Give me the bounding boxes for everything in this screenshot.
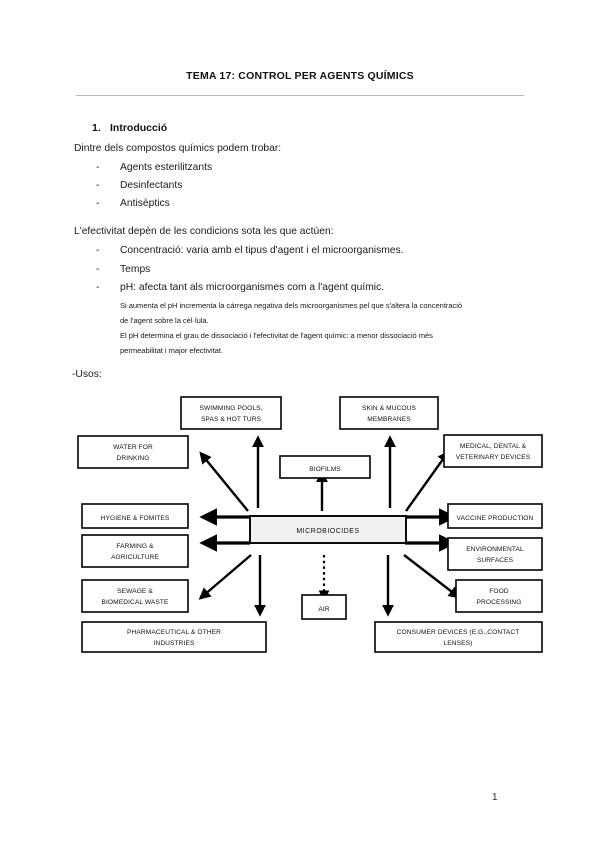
- arrow-to-food-processing: [403, 554, 461, 599]
- node-label-line-1: BIOFILMS: [309, 466, 341, 473]
- node-environmental-surfaces: ENVIRONMENTAL SURFACES: [447, 537, 543, 571]
- node-skin-mucous-membranes: SKIN & MUCOUS MEMBRANES: [339, 396, 439, 430]
- node-label-line-1: ENVIRONMENTAL: [466, 546, 524, 553]
- document-title: TEMA 17: CONTROL PER AGENTS QUÍMICS: [186, 70, 414, 82]
- list-item-label: Temps: [120, 264, 151, 275]
- arrow-to-medical-dental: [405, 450, 450, 512]
- node-label-line-2: SURFACES: [477, 557, 514, 564]
- node-label-line-2: DRINKING: [116, 455, 149, 462]
- list-item-compound-1: - Agents esterilitzants: [96, 162, 212, 173]
- node-hygiene-fomites: HYGIENE & FOMITES: [81, 503, 189, 529]
- node-swimming-pools: SWIMMING POOLS, SPAS & HOT TURS: [180, 396, 282, 430]
- bullet-dash: -: [96, 245, 100, 256]
- bullet-dash: -: [96, 180, 100, 191]
- microbiocides-uses-diagram: SWIMMING POOLS, SPAS & HOT TURS SKIN & M…: [68, 383, 544, 663]
- list-item-label: Desinfectants: [120, 180, 183, 191]
- ph-note-line-1: Si aumenta el pH incrementa la cárrega n…: [120, 301, 463, 310]
- bullet-dash: -: [96, 264, 100, 275]
- uses-label: -Usos:: [72, 369, 102, 380]
- node-label-line-1: AIR: [318, 606, 329, 613]
- list-item-condition-2: - Temps: [96, 264, 150, 275]
- header-divider: [76, 95, 524, 96]
- arrow-to-sewage-biomedical: [198, 554, 252, 600]
- section-number: 1.: [92, 122, 101, 134]
- list-item-condition-3: - pH: afecta tant als microorganismes com…: [96, 282, 384, 293]
- node-water-for-drinking: WATER FOR DRINKING: [77, 435, 189, 469]
- node-farming-agriculture: FARMING & AGRICULTURE: [81, 534, 189, 568]
- list-item-condition-1: - Concentració: varia amb el tipus d'agen…: [96, 245, 404, 256]
- node-label-line-1: MEDICAL, DENTAL &: [460, 443, 527, 450]
- list-item-label: Concentració: varia amb el tipus d'agent…: [120, 245, 404, 256]
- node-label-line-2: VETERINARY DEVICES: [456, 454, 531, 461]
- ph-note-line-3: El pH determina el grau de dissociació i…: [120, 331, 433, 340]
- node-label-line-1: WATER FOR: [113, 444, 153, 451]
- list-item-label: Antisèptics: [120, 198, 170, 209]
- center-node-label: MICROBIOCIDES: [296, 528, 359, 535]
- node-label-line-1: CONSUMER DEVICES (E.G.,CONTACT: [397, 629, 520, 636]
- intro-lead-text: Dintre dels compostos químics podem trob…: [74, 143, 282, 154]
- bullet-dash: -: [96, 282, 100, 293]
- node-air: AIR: [301, 594, 347, 620]
- bullet-dash: -: [96, 198, 100, 209]
- node-consumer-devices: CONSUMER DEVICES (E.G.,CONTACT LENSES): [374, 621, 543, 653]
- node-medical-dental-veterinary: MEDICAL, DENTAL & VETERINARY DEVICES: [443, 434, 543, 468]
- node-label-line-2: SPAS & HOT TURS: [201, 416, 262, 423]
- node-label-line-1: VACCINE PRODUCTION: [457, 515, 534, 522]
- node-label-line-2: LENSES): [444, 640, 473, 647]
- node-microbiocides-center: MICROBIOCIDES: [249, 515, 407, 544]
- node-label-line-1: SEWAGE &: [117, 588, 153, 595]
- node-label-line-1: SKIN & MUCOUS: [362, 405, 417, 412]
- node-label-line-2: MEMBRANES: [367, 416, 411, 423]
- node-vaccine-production: VACCINE PRODUCTION: [447, 503, 543, 529]
- node-label-line-1: FOOD: [489, 588, 509, 595]
- effectiveness-lead-text: L'efectivitat depèn de les condicions so…: [74, 226, 334, 237]
- node-label-line-2: PROCESSING: [477, 599, 522, 606]
- section-heading: 1. Introducció: [92, 122, 167, 134]
- node-pharmaceutical-industries: PHARMACEUTICAL & OTHER INDUSTRIES: [81, 621, 267, 653]
- bullet-dash: -: [96, 162, 100, 173]
- node-sewage-biomedical-waste: SEWAGE & BIOMEDICAL WASTE: [81, 579, 189, 613]
- section-title: Introducció: [110, 122, 168, 134]
- list-item-compound-3: - Antisèptics: [96, 198, 170, 209]
- node-label-line-2: AGRICULTURE: [111, 554, 159, 561]
- arrow-to-water-drinking: [199, 451, 249, 512]
- node-label-line-1: FARMING &: [116, 543, 154, 550]
- list-item-compound-2: - Desinfectants: [96, 180, 182, 191]
- list-item-label: Agents esterilitzants: [120, 162, 213, 173]
- node-label-line-1: PHARMACEUTICAL & OTHER: [127, 629, 221, 636]
- ph-note-line-2: de l'agent sobre la cèl·lula.: [120, 316, 209, 325]
- ph-note-line-4: permeabilitat i major efectivitat.: [120, 346, 223, 355]
- node-label-line-2: BIOMEDICAL WASTE: [101, 599, 169, 606]
- list-item-label: pH: afecta tant als microorganismes com …: [120, 282, 385, 293]
- node-biofilms: BIOFILMS: [279, 455, 371, 479]
- node-food-processing: FOOD PROCESSING: [455, 579, 543, 613]
- node-label-line-1: HYGIENE & FOMITES: [101, 515, 170, 522]
- node-label-line-1: SWIMMING POOLS,: [199, 405, 262, 412]
- node-label-line-2: INDUSTRIES: [154, 640, 195, 647]
- page-number: 1: [492, 792, 498, 803]
